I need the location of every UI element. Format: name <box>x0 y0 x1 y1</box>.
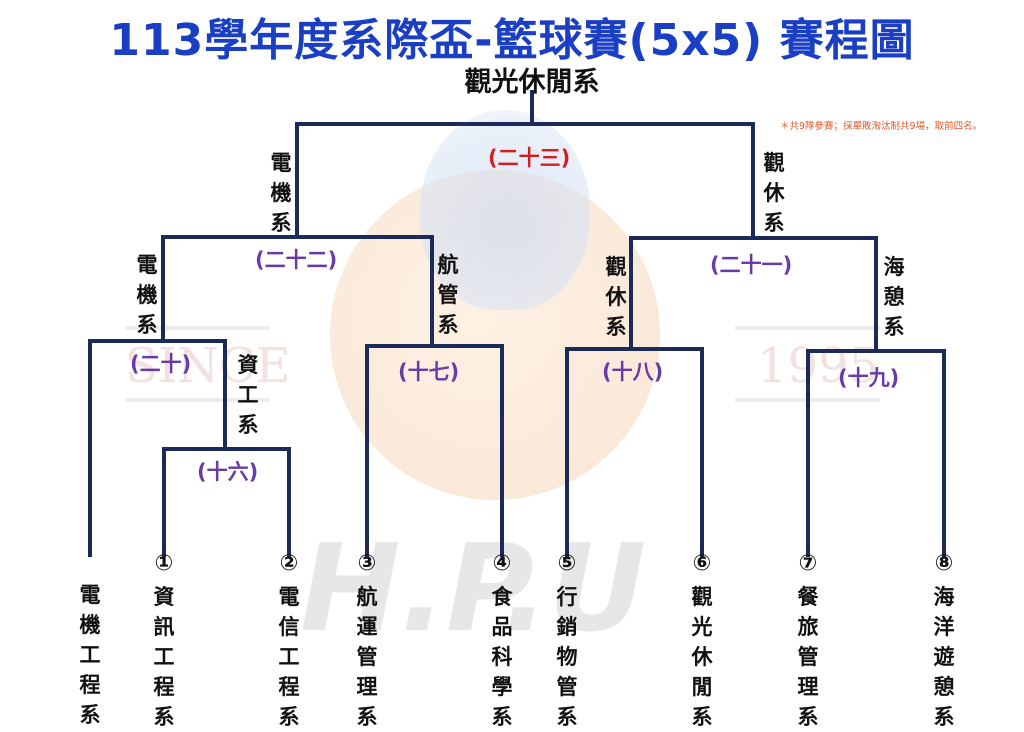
team-name: 食品科學系 <box>491 585 513 729</box>
team-seed: ③ <box>357 551 377 576</box>
team-slot: ② 電信工程系 <box>274 552 304 732</box>
watermark-logo: H.P.U <box>300 520 647 659</box>
winner-label-g19: 海憩系 <box>883 255 905 339</box>
team-seed: ④ <box>492 551 512 576</box>
game-label-g21: (二十一) <box>710 253 793 277</box>
winner-label-g17: 航管系 <box>437 253 459 337</box>
game-label-g17: (十七) <box>398 360 460 384</box>
watermark-bar-left-bottom <box>125 398 270 402</box>
game-label-g20: (二十) <box>130 352 192 376</box>
bracket-g18 <box>565 347 704 557</box>
game-label-final: (二十三) <box>488 146 571 170</box>
team-seed: ⑧ <box>934 551 954 576</box>
team-slot: ⑦ 餐旅管理系 <box>793 552 823 732</box>
team-slot: 電機工程系 <box>75 580 105 730</box>
game-label-g22: (二十二) <box>255 248 338 272</box>
team-slot: ① 資訊工程系 <box>149 552 179 732</box>
bracket-final <box>295 122 755 240</box>
team-slot: ④ 食品科學系 <box>487 552 517 732</box>
team-seed: ⑥ <box>692 551 712 576</box>
game-label-g16: (十六) <box>197 460 259 484</box>
team-slot: ③ 航運管理系 <box>352 552 382 732</box>
watermark-year: 1995 <box>757 338 880 394</box>
team-name: 餐旅管理系 <box>797 585 819 729</box>
team-name: 航運管理系 <box>356 585 378 729</box>
team-seed: ⑤ <box>557 551 577 576</box>
winner-label-g20: 電機系 <box>136 253 158 337</box>
bracket-g17 <box>365 344 504 557</box>
team-name: 資訊工程系 <box>153 585 175 729</box>
bracket-g20 <box>88 339 227 557</box>
team-name: 電機工程系 <box>79 583 101 727</box>
watermark-bar-right-top <box>735 326 880 330</box>
flame-watermark <box>420 110 590 310</box>
team-seed: ② <box>279 551 299 576</box>
team-slot: ⑤ 行銷物管系 <box>552 552 582 732</box>
game-label-g18: (十八) <box>602 360 664 384</box>
winner-label-g16: 資工系 <box>237 353 259 437</box>
team-seed: ① <box>154 551 174 576</box>
team-slot: ⑥ 觀光休閒系 <box>687 552 717 732</box>
team-seed: ⑦ <box>798 551 818 576</box>
bracket-g22 <box>161 235 434 348</box>
tournament-note: ＊共9隊參賽；採單敗淘汰制共9場，取前四名。 <box>780 121 983 132</box>
champion-label: 觀光休閒系 <box>464 67 600 98</box>
game-label-g19: (十九) <box>838 366 900 390</box>
winner-label-g21: 觀休系 <box>763 151 785 235</box>
team-name: 電信工程系 <box>278 585 300 729</box>
watermark-since: SINCE <box>125 338 291 394</box>
page-title: 113學年度系際盃-籃球賽(5x5) 賽程圖 <box>109 15 915 66</box>
winner-label-g18: 觀休系 <box>605 255 627 339</box>
bracket-g19 <box>806 349 946 557</box>
watermark-bar-left-top <box>125 326 270 330</box>
team-name: 觀光休閒系 <box>691 585 713 729</box>
bracket-g16 <box>162 447 291 557</box>
team-name: 行銷物管系 <box>556 585 578 729</box>
team-name: 海洋遊憩系 <box>933 585 955 729</box>
bracket-g21 <box>629 236 878 353</box>
team-slot: ⑧ 海洋遊憩系 <box>929 552 959 732</box>
winner-label-g22: 電機系 <box>270 151 292 235</box>
